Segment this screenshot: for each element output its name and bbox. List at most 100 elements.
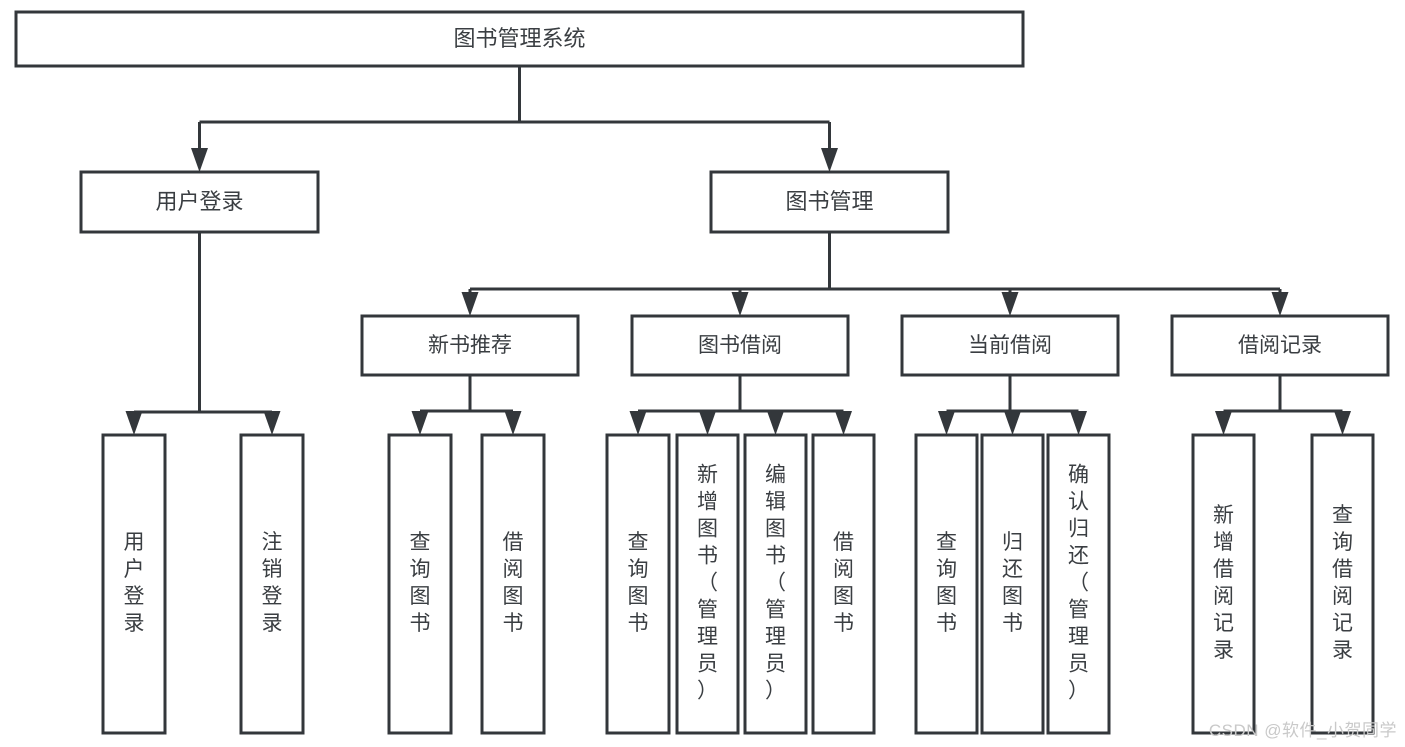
node-leaf-query-record-label-char-1: 询 [1332, 531, 1353, 554]
node-leaf-query-book-1-label-char-2: 图 [410, 585, 431, 608]
node-leaf-edit-book-label-char-3: 书 [765, 545, 786, 568]
node-leaf-add-book-rect[interactable] [675, 433, 740, 735]
node-leaf-confirm-return-rect[interactable] [1046, 433, 1111, 735]
arrow-to-book-management-head [821, 148, 838, 172]
boxes-layer: 图书管理系统用户登录图书管理新书推荐图书借阅当前借阅借阅记录用户登录注销登录查询… [14, 10, 1390, 735]
node-book-borrow[interactable]: 图书借阅 [630, 314, 850, 377]
node-leaf-confirm-return-label-char-2: 归 [1068, 518, 1089, 541]
node-leaf-user-logout-label-char-0: 注 [262, 531, 283, 554]
node-leaf-confirm-return-label-char-1: 认 [1068, 491, 1089, 514]
node-leaf-user-logout-label-char-3: 录 [262, 612, 283, 635]
arrow-to-leaf-user-login-head [125, 411, 143, 435]
node-user-login[interactable]: 用户登录 [79, 170, 320, 234]
node-leaf-add-record-label-char-4: 记 [1213, 612, 1234, 635]
node-book-management-rect[interactable] [709, 170, 950, 234]
node-leaf-add-record-label-char-2: 借 [1213, 558, 1234, 581]
node-leaf-add-record-rect[interactable] [1191, 433, 1256, 735]
node-leaf-add-book-label-char-4: （ [697, 572, 718, 595]
node-leaf-edit-book-label-char-2: 图 [765, 518, 786, 541]
node-leaf-user-login-label-char-0: 用 [124, 531, 145, 554]
node-leaf-user-login-label-char-1: 户 [124, 558, 145, 581]
node-user-login-label: 用户登录 [155, 189, 243, 214]
node-book-management[interactable]: 图书管理 [709, 170, 950, 234]
node-leaf-confirm-return-label-char-7: 员 [1068, 653, 1089, 676]
node-leaf-query-book-1-rect[interactable] [387, 433, 453, 735]
node-leaf-add-book-label-char-2: 图 [697, 518, 718, 541]
arrow-to-leaf-confirm-return-head [1070, 411, 1087, 435]
node-borrow-record[interactable]: 借阅记录 [1170, 314, 1390, 377]
node-leaf-return-book-label-char-0: 归 [1002, 531, 1023, 554]
node-book-borrow-rect[interactable] [630, 314, 850, 377]
arrow-to-leaf-query-book-1-head [411, 411, 429, 435]
arrow-to-borrow-record-head [1271, 292, 1289, 316]
node-book-borrow-label: 图书借阅 [698, 334, 782, 357]
node-new-book-recommend[interactable]: 新书推荐 [360, 314, 580, 377]
node-leaf-return-book-rect[interactable] [980, 433, 1045, 735]
node-leaf-query-book-3-label-char-1: 询 [936, 558, 957, 581]
node-new-book-recommend-rect[interactable] [360, 314, 580, 377]
node-leaf-user-login-label-char-2: 登 [124, 585, 145, 608]
node-leaf-user-logout-rect[interactable] [239, 433, 305, 735]
node-leaf-edit-book-label-char-1: 辑 [765, 491, 786, 514]
node-leaf-user-login[interactable]: 用户登录 [101, 433, 167, 735]
node-leaf-user-login-rect[interactable] [101, 433, 167, 735]
node-borrow-record-rect[interactable] [1170, 314, 1390, 377]
node-leaf-query-book-3-label-char-2: 图 [936, 585, 957, 608]
node-user-login-rect[interactable] [79, 170, 320, 234]
node-leaf-query-book-3-label-char-0: 查 [936, 531, 957, 554]
node-leaf-return-book-label-char-3: 书 [1002, 612, 1023, 635]
node-leaf-borrow-book-2-label-char-0: 借 [833, 531, 854, 554]
node-leaf-query-record-label-char-5: 录 [1332, 639, 1353, 662]
arrow-to-leaf-add-book-head [699, 411, 716, 435]
arrow-to-leaf-return-book-head [1004, 411, 1021, 435]
node-leaf-query-book-3-rect[interactable] [914, 433, 979, 735]
node-leaf-borrow-book-1-rect[interactable] [480, 433, 546, 735]
node-leaf-confirm-return-label-char-6: 理 [1068, 626, 1089, 649]
node-current-borrow[interactable]: 当前借阅 [900, 314, 1120, 377]
node-leaf-add-book-label-char-1: 增 [697, 491, 718, 514]
node-leaf-confirm-return-label-char-8: ） [1068, 680, 1089, 703]
node-root-rect[interactable] [14, 10, 1025, 68]
node-leaf-edit-book-rect[interactable] [743, 433, 808, 735]
node-leaf-borrow-book-2-rect[interactable] [811, 433, 876, 735]
node-leaf-query-book-2-rect[interactable] [605, 433, 671, 735]
node-leaf-confirm-return-label-char-4: （ [1068, 572, 1089, 595]
node-current-borrow-rect[interactable] [900, 314, 1120, 377]
node-leaf-borrow-book-2-label-char-2: 图 [833, 585, 854, 608]
node-root-label: 图书管理系统 [453, 26, 585, 51]
node-leaf-user-logout-label-char-1: 销 [262, 558, 283, 581]
arrow-to-leaf-user-logout-head [263, 411, 281, 435]
node-leaf-add-book-label-char-7: 员 [697, 653, 718, 676]
node-leaf-query-record-label-char-0: 查 [1332, 504, 1353, 527]
node-leaf-query-book-2-label-char-3: 书 [628, 612, 649, 635]
node-leaf-query-record-rect[interactable] [1310, 433, 1375, 735]
node-leaf-add-book-label-char-8: ） [697, 680, 718, 703]
node-new-book-recommend-label: 新书推荐 [428, 334, 512, 357]
node-book-management-label: 图书管理 [785, 189, 873, 214]
node-leaf-query-record-label-char-2: 借 [1332, 558, 1353, 581]
node-root[interactable]: 图书管理系统 [14, 10, 1025, 68]
node-leaf-edit-book-label-char-7: 员 [765, 653, 786, 676]
node-current-borrow-label: 当前借阅 [968, 334, 1052, 357]
node-leaf-edit-book-label-char-5: 管 [765, 599, 786, 622]
node-leaf-add-record-label-char-0: 新 [1213, 504, 1234, 527]
node-leaf-query-book-1-label-char-3: 书 [410, 612, 431, 635]
node-leaf-add-book-label-char-5: 管 [697, 599, 718, 622]
node-leaf-query-record-label-char-3: 阅 [1332, 585, 1353, 608]
arrow-to-leaf-add-record-head [1215, 411, 1232, 435]
node-leaf-query-book-2-label-char-0: 查 [628, 531, 649, 554]
arrow-to-current-borrow-head [1001, 292, 1019, 316]
